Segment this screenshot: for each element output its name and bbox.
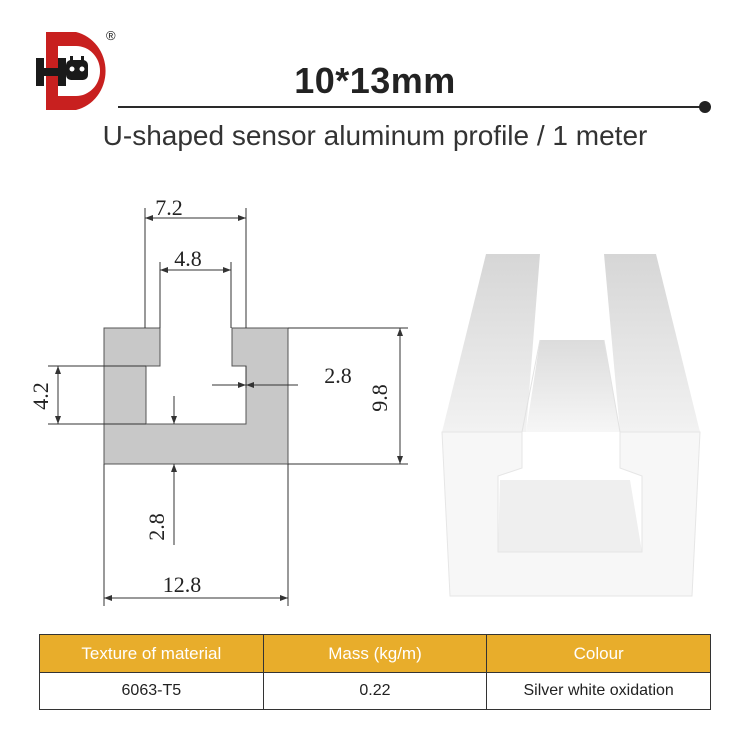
cell-material: 6063-T5 [39, 672, 264, 710]
dim-flange-thickness: 2.8 [324, 363, 352, 388]
registered-mark: ® [106, 28, 116, 43]
product-render [441, 254, 701, 597]
header-colour: Colour [486, 634, 711, 673]
dim-profile-height: 9.8 [367, 384, 392, 412]
divider-dot [699, 101, 711, 113]
hd-logo-icon: ® [36, 28, 116, 110]
table-row: 6063-T5 0.22 Silver white oxidation [39, 672, 711, 710]
dim-slot-inner-width: 4.8 [174, 246, 202, 271]
dim-slot-width: 7.2 [155, 195, 183, 220]
header-material: Texture of material [39, 634, 264, 673]
profile-cross-section [103, 327, 289, 465]
spec-table: Texture of material Mass (kg/m) Colour 6… [39, 634, 711, 710]
cell-mass: 0.22 [262, 672, 488, 710]
product-subtitle: U-shaped sensor aluminum profile / 1 met… [102, 120, 648, 151]
dim-base-thickness: 2.8 [144, 513, 169, 541]
cell-colour: Silver white oxidation [486, 672, 711, 710]
page-title: 10*13mm [294, 60, 456, 101]
title-divider [118, 106, 704, 108]
cross-section-drawing: 7.2 4.8 2.8 9.8 4.2 2.8 12.8 [28, 195, 408, 606]
dim-slot-depth: 4.2 [28, 382, 53, 410]
spec-table-header: Texture of material Mass (kg/m) Colour [39, 634, 711, 673]
header-mass: Mass (kg/m) [262, 634, 488, 673]
dim-profile-width: 12.8 [163, 572, 202, 597]
